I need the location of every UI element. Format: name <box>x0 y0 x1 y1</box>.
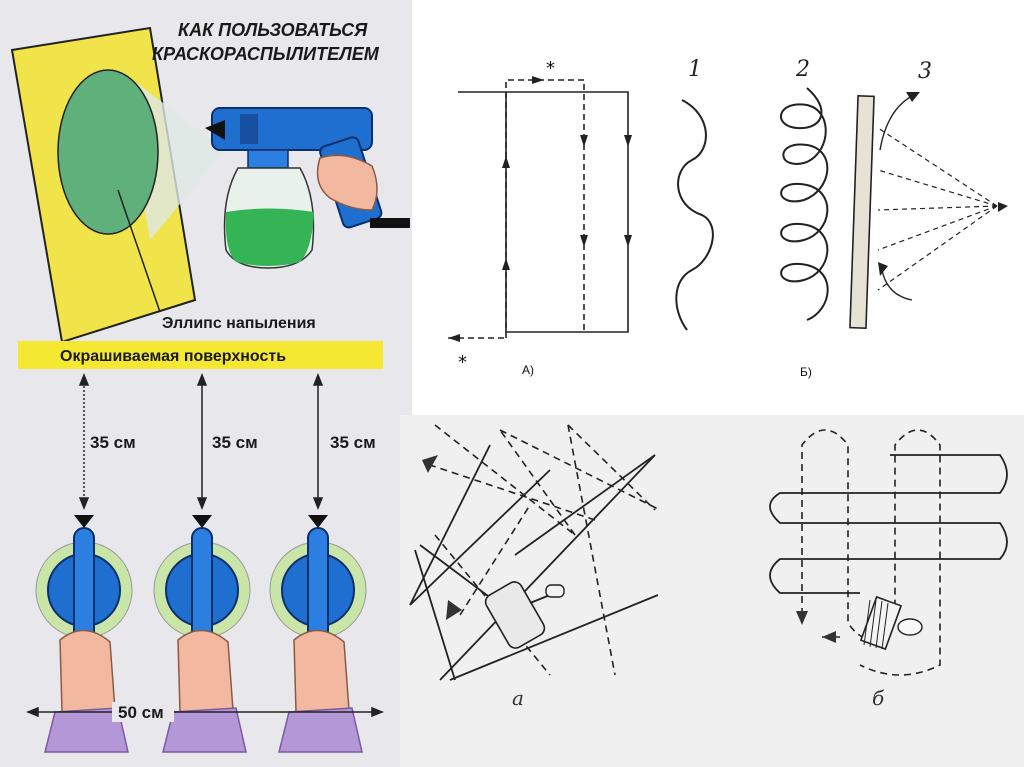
num-2: 2 <box>795 57 810 82</box>
spray-gun-panel: КАК ПОЛЬЗОВАТЬСЯ КРАСКОРАСПЫЛИТЕЛЕМ Элли… <box>0 0 412 767</box>
star-top: * <box>546 58 555 79</box>
distance-label-3: 35 см <box>330 433 376 452</box>
sprayer-top-view-2 <box>153 515 251 753</box>
num-1: 1 <box>688 57 702 82</box>
num-3: 3 <box>918 59 932 84</box>
sprayer-top-view-3 <box>269 515 367 753</box>
distance-label-1: 35 см <box>90 433 136 452</box>
title-line-1: КАК ПОЛЬЗОВАТЬСЯ <box>178 20 368 40</box>
spray-gun <box>205 107 410 269</box>
pattern-a-path <box>448 79 629 339</box>
wave-pattern-1 <box>675 99 714 331</box>
paint-brush <box>859 595 923 651</box>
width-label: 50 см <box>118 703 164 722</box>
pattern-a-arrows <box>448 76 632 342</box>
label-a: А) <box>522 363 534 377</box>
surface-band <box>18 341 383 369</box>
spray-technique-panel: * * А) 1 2 3 Б) <box>412 0 1024 415</box>
spray-arrowheads <box>878 92 1008 276</box>
roller-dashed-lines <box>429 424 661 676</box>
surface-label: Окрашиваемая поверхность <box>60 348 286 365</box>
brush-serpentine-solid <box>769 454 1008 594</box>
roller-brush-panel: а б <box>400 415 1024 767</box>
label-roller-a: а <box>512 686 524 710</box>
roller-brush-diagram: а б <box>409 424 1008 710</box>
roller-arrowheads <box>422 455 462 620</box>
roller-stroke-lines <box>409 444 659 681</box>
spray-technique-diagram: * * А) 1 2 3 Б) <box>448 57 1008 379</box>
brush-arrowheads <box>796 611 836 643</box>
sprayer-top-view-1 <box>35 515 133 753</box>
paint-roller <box>484 581 565 649</box>
label-b: Б) <box>800 365 812 379</box>
loop-pattern-2 <box>780 87 829 321</box>
spray-rays <box>877 127 998 291</box>
distance-label-2: 35 см <box>212 433 258 452</box>
width-arrow <box>25 706 385 718</box>
distance-arrows <box>78 372 324 511</box>
wooden-board <box>849 94 875 330</box>
ellipse-label: Эллипс напыления <box>162 315 316 332</box>
spray-arc-arrows <box>879 95 913 301</box>
star-bottom: * <box>458 352 467 373</box>
width-label-bg <box>112 702 174 722</box>
title-line-2: КРАСКОРАСПЫЛИТЕЛЕМ <box>152 44 380 64</box>
ellipse-pointer-line <box>117 189 161 313</box>
spray-ellipse <box>57 69 159 235</box>
spray-gun-illustration: КАК ПОЛЬЗОВАТЬСЯ КРАСКОРАСПЫЛИТЕЛЕМ Элли… <box>10 20 410 753</box>
label-brush-b: б <box>872 686 885 710</box>
